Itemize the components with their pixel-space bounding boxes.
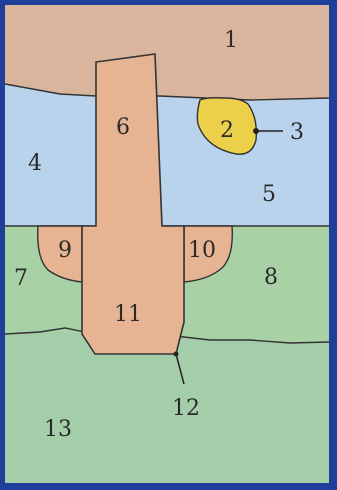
label-3: 3 [290, 120, 304, 145]
label-9: 9 [58, 238, 72, 263]
label-1: 1 [224, 28, 238, 53]
label-11: 11 [114, 302, 142, 327]
region-13-bottom-layer [5, 333, 329, 483]
label-8: 8 [264, 265, 278, 290]
label-12: 12 [172, 396, 200, 421]
label-5: 5 [262, 182, 276, 207]
label-2: 2 [220, 118, 234, 143]
region-4-5-blue-layer [5, 84, 329, 226]
label-4: 4 [28, 151, 42, 176]
label-6: 6 [116, 115, 130, 140]
label-13: 13 [44, 417, 72, 442]
region-1-top-layer [5, 5, 329, 100]
label-7: 7 [14, 266, 28, 291]
label-10: 10 [188, 238, 216, 263]
